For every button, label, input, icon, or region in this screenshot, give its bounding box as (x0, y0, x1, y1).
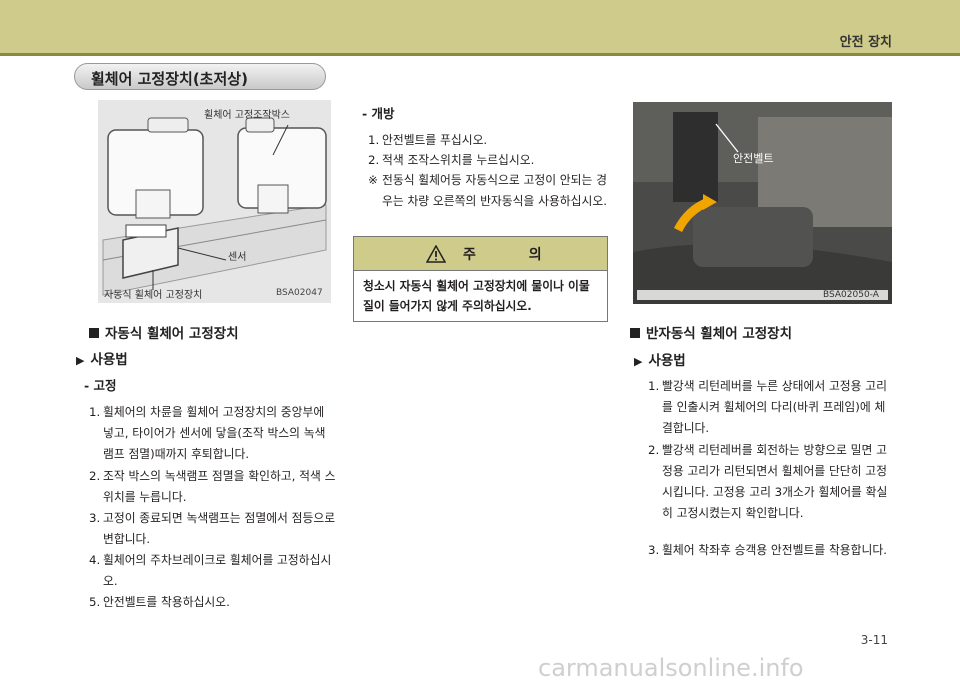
semi-step-2: 2.빨강색 리턴레버를 회전하는 방향으로 밀면 고정용 고리가 리턴되면서 휠… (648, 443, 888, 520)
auto-restraint-drawing (102, 117, 327, 296)
triangle-bullet-icon: ▶ (634, 355, 643, 368)
triangle-bullet-icon: ▶ (76, 354, 85, 367)
release-step-2: 2.적색 조작스위치를 누르십시오. (368, 153, 535, 167)
semi-step-3: 3.휠체어 착좌후 승객용 안전벨트를 착용합니다. (648, 543, 887, 557)
lock-step-2: 2.조작 박스의 녹색램프 점멸을 확인하고, 적색 스위치를 누릅니다. (89, 469, 336, 504)
label-sensor: 센서 (228, 252, 247, 263)
heading-auto-restraint: 자동식 휠체어 고정장치 (89, 322, 239, 342)
figure-code: BSA02047 (276, 288, 323, 298)
header-bar (0, 0, 960, 53)
figure-code-2: BSA02050-A (823, 290, 879, 300)
semi-auto-drawing (633, 102, 892, 304)
label-control-box: 휠체어 고정조작박스 (204, 110, 290, 121)
caution-box: 주 의 청소시 자동식 휠체어 고정장치에 물이나 이물질이 들어가지 않게 주… (353, 236, 608, 322)
label-auto-device: 자동식 휠체어 고정장치 (104, 290, 203, 301)
heading-usage: ▶사용법 (76, 352, 128, 368)
caution-header: 주 의 (354, 237, 607, 271)
lock-step-1: 1.휠체어의 차륜을 휠체어 고정장치의 중앙부에 넣고, 타이어가 센서에 닿… (89, 405, 326, 461)
label-seatbelt: 안전벨트 (733, 152, 774, 165)
section-title-pill: 휠체어 고정장치(초저상) (74, 63, 326, 90)
heading-semi-auto: 반자동식 휠체어 고정장치 (630, 322, 792, 342)
page-number: 3-11 (860, 633, 888, 647)
caution-title: 주 의 (463, 247, 566, 263)
release-step-1: 1.안전벨트를 푸십시오. (368, 133, 488, 147)
caution-text: 청소시 자동식 휠체어 고정장치에 물이나 이물질이 들어가지 않게 주의하십시… (363, 279, 590, 313)
heading-usage-right: ▶사용법 (634, 353, 686, 369)
semi-step-1: 1.빨강색 리턴레버를 누른 상태에서 고정용 고리를 인출시켜 휠체어의 다리… (648, 379, 887, 435)
release-note: ※전동식 휠체어등 자동식으로 고정이 안되는 경우는 차량 오른쪽의 반자동식… (368, 173, 607, 208)
heading-lock: - 고정 (84, 378, 117, 393)
auto-restraint-illustration: 휠체어 고정조작박스 센서 자동식 휠체어 고정장치 BSA02047 (98, 100, 331, 303)
square-bullet-icon (630, 328, 640, 338)
chapter-title: 안전 장치 (839, 35, 892, 50)
lock-step-3: 3.고정이 종료되면 녹색램프는 점멸에서 점등으로 변합니다. (89, 511, 336, 546)
watermark: carmanualsonline.info (538, 654, 804, 682)
header-divider (0, 53, 960, 56)
section-title: 휠체어 고정장치(초저상) (91, 70, 248, 88)
semi-auto-photo: 안전벨트 BSA02050-A (633, 102, 892, 304)
lock-step-5: 5.안전벨트를 착용하십시오. (89, 595, 230, 609)
square-bullet-icon (89, 328, 99, 338)
heading-release: - 개방 (362, 106, 395, 121)
lock-step-4: 4.휠체어의 주차브레이크로 휠체어를 고정하십시오. (89, 553, 332, 588)
warning-triangle-icon (426, 245, 446, 263)
